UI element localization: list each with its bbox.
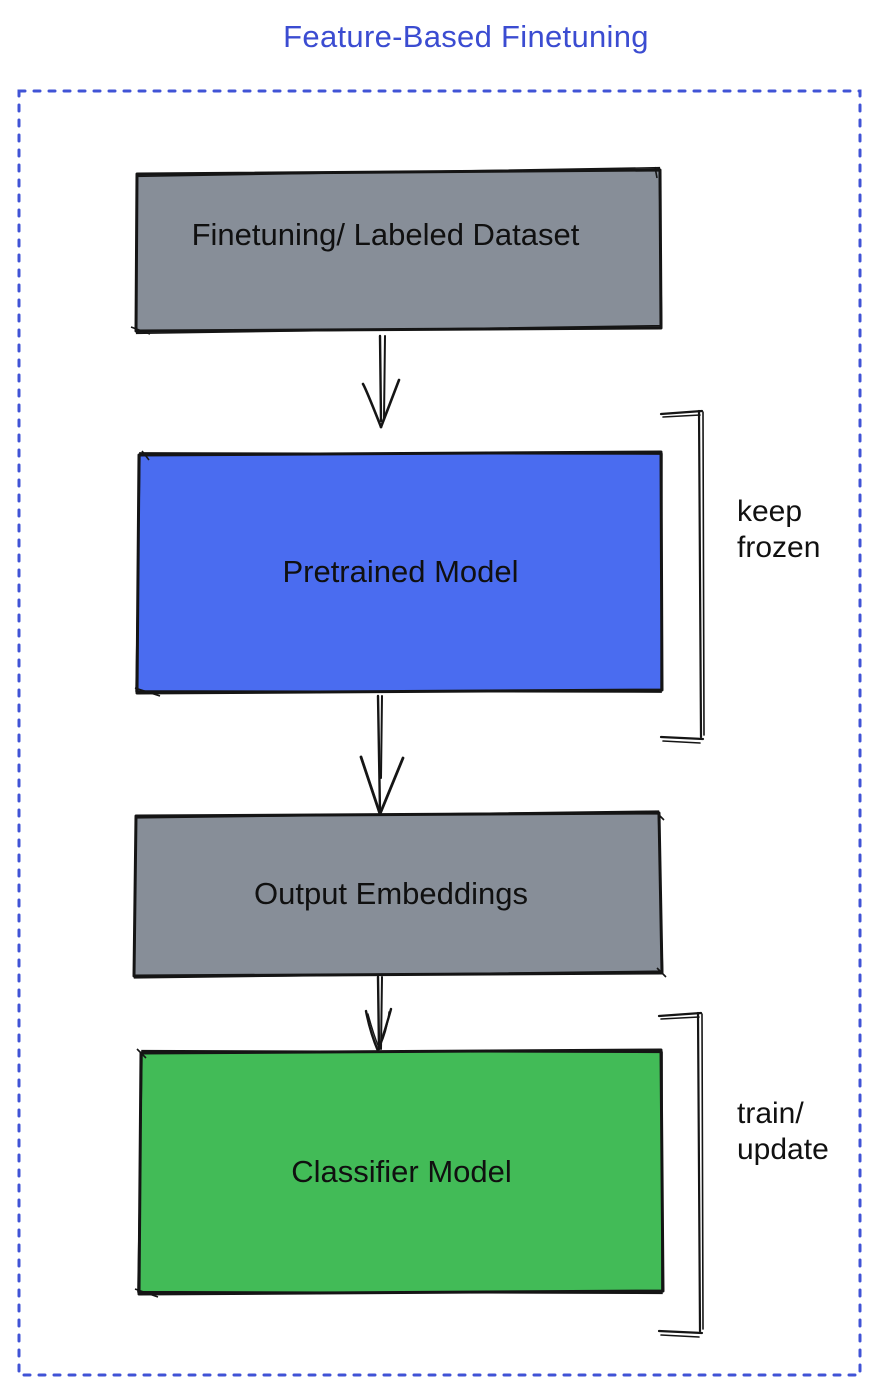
bracket-keep-frozen xyxy=(659,409,705,744)
node-classifier-model-corner-ticks xyxy=(134,1048,159,1298)
node-finetuning-dataset-sketch-outline xyxy=(135,166,663,335)
annotation-keep-frozen: keep frozen xyxy=(737,494,820,566)
node-classifier-model-sketch-outline xyxy=(137,1049,663,1295)
annotation-train-update-line-2: update xyxy=(737,1133,829,1166)
node-finetuning-dataset-corner-ticks xyxy=(130,166,658,335)
arrow-dataset-to-pretrained xyxy=(361,334,401,429)
bracket-train-update xyxy=(657,1011,704,1338)
node-pretrained-model-corner-ticks xyxy=(134,450,161,697)
annotation-keep-frozen-line-2: frozen xyxy=(737,531,821,564)
node-finetuning-dataset-shape xyxy=(130,166,663,335)
node-output-embeddings-fill xyxy=(132,811,664,978)
dotted-frame-border xyxy=(17,89,862,1377)
arrow-embeddings-to-classifier xyxy=(364,975,393,1053)
annotation-train-update: train/ update xyxy=(737,1096,829,1168)
node-pretrained-model-shape xyxy=(134,450,664,697)
node-classifier-model-shape xyxy=(134,1048,665,1298)
arrow-pretrained-to-embeddings xyxy=(359,694,405,816)
node-output-embeddings-sketch-outline xyxy=(133,810,664,979)
node-pretrained-model-fill xyxy=(135,450,664,695)
node-output-embeddings-shape xyxy=(132,810,667,979)
diagram-title: Feature-Based Finetuning xyxy=(283,19,649,54)
annotation-keep-frozen-line-1: keep xyxy=(737,495,803,528)
node-output-embeddings-corner-ticks xyxy=(654,810,667,978)
node-finetuning-dataset-fill xyxy=(134,168,663,333)
node-pretrained-model-sketch-outline xyxy=(135,452,663,693)
node-classifier-model-fill xyxy=(137,1048,665,1296)
annotation-train-update-line-1: train/ xyxy=(737,1097,804,1130)
